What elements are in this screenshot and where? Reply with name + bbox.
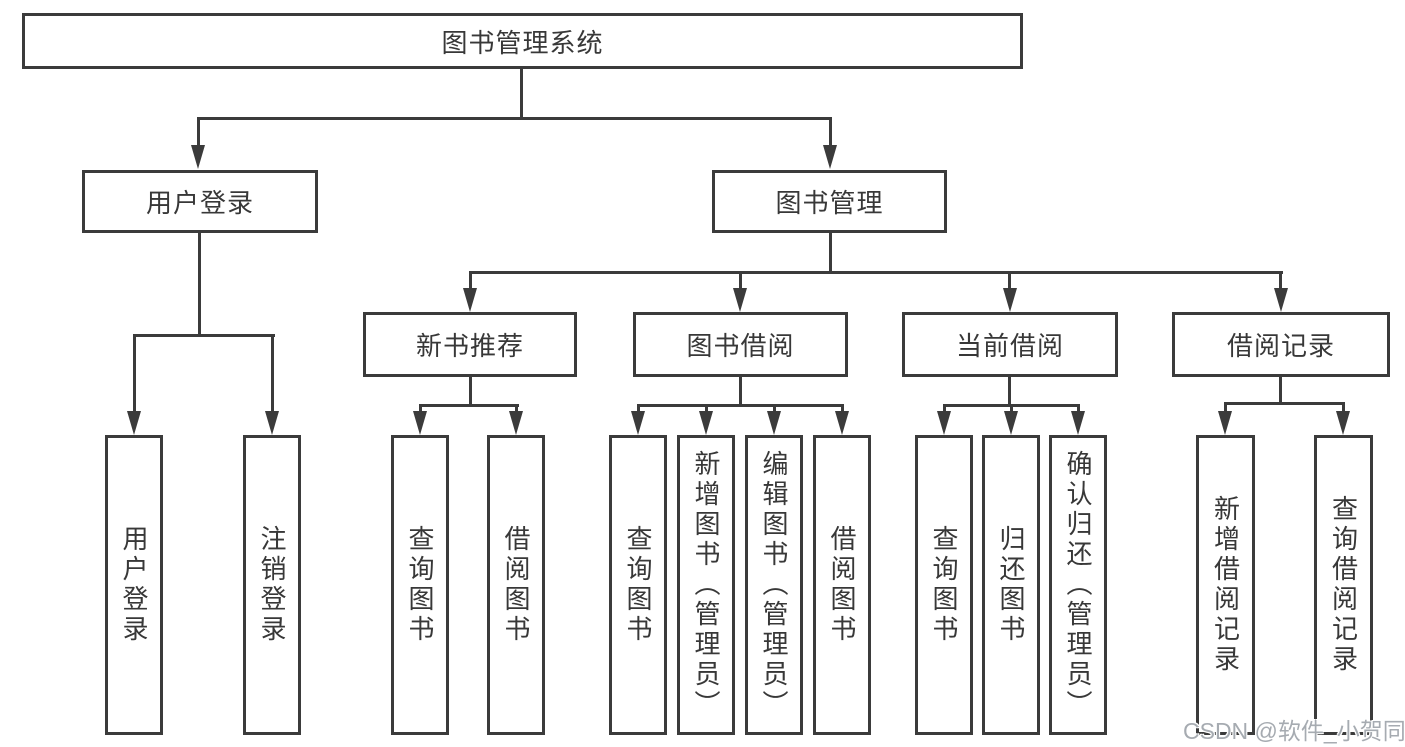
- node-book-management: 图书管理: [712, 170, 947, 233]
- leaf-add-books-admin: 新增图书（管理员）: [677, 435, 735, 735]
- connector-userlogin-stem: [198, 233, 201, 337]
- leaf-return-books: 归还图书: [982, 435, 1040, 735]
- node-current-borrow: 当前借阅: [902, 312, 1118, 377]
- connector-borrow-drop-1: [637, 404, 640, 417]
- csdn-watermark: CSDN @软件_小贺同学: [1183, 718, 1405, 744]
- connector-root-bar: [197, 117, 832, 120]
- node-current-borrow-label: 当前借阅: [955, 331, 1064, 361]
- arrow-down-icon: [463, 288, 477, 312]
- connector-records-drop-1: [1224, 402, 1227, 417]
- arrow-down-icon: [937, 411, 951, 435]
- leaf-current-query-books-label: 查询图书: [929, 525, 959, 645]
- leaf-logout-label: 注销登录: [257, 525, 287, 645]
- arrow-down-icon: [413, 411, 427, 435]
- leaf-query-borrow-record: 查询借阅记录: [1314, 435, 1373, 735]
- leaf-user-login-label: 用户登录: [119, 525, 149, 645]
- node-library-system: 图书管理系统: [22, 13, 1023, 69]
- connector-bookmgmt-drop-4: [1279, 271, 1282, 291]
- arrow-down-icon: [1004, 411, 1018, 435]
- connector-bookmgmt-drop-2: [739, 271, 742, 291]
- node-new-book-recommend: 新书推荐: [363, 312, 577, 377]
- leaf-user-login: 用户登录: [105, 435, 163, 735]
- connector-root-drop-right: [829, 117, 832, 148]
- leaf-confirm-return-admin-label: 确认归还（管理员）: [1063, 450, 1093, 720]
- leaf-borrow-books-label: 借阅图书: [827, 525, 857, 645]
- connector-current-stem: [1008, 377, 1011, 407]
- leaf-borrow-query-books-label: 查询图书: [623, 525, 653, 645]
- leaf-borrow-books: 借阅图书: [813, 435, 871, 735]
- arrow-down-icon: [1003, 288, 1017, 312]
- leaf-query-borrow-record-label: 查询借阅记录: [1328, 495, 1359, 675]
- connector-records-drop-2: [1342, 402, 1345, 417]
- arrow-down-icon: [1218, 411, 1232, 435]
- node-user-login: 用户登录: [82, 170, 318, 233]
- leaf-recommend-query-books-label: 查询图书: [405, 525, 435, 645]
- connector-records-bar: [1224, 402, 1345, 405]
- connector-root-stem: [520, 69, 523, 120]
- connector-borrow-drop-3: [773, 404, 776, 417]
- leaf-return-books-label: 归还图书: [996, 525, 1026, 645]
- leaf-add-borrow-record-label: 新增借阅记录: [1210, 495, 1241, 675]
- leaf-edit-books-admin: 编辑图书（管理员）: [745, 435, 803, 735]
- node-library-system-label: 图书管理系统: [441, 27, 604, 58]
- connector-root-drop-left: [197, 117, 200, 148]
- leaf-add-books-admin-label: 新增图书（管理员）: [691, 450, 721, 720]
- connector-records-stem: [1279, 377, 1282, 405]
- arrow-down-icon: [127, 411, 141, 435]
- leaf-confirm-return-admin: 确认归还（管理员）: [1049, 435, 1107, 735]
- connector-current-drop-1: [943, 404, 946, 417]
- leaf-add-borrow-record: 新增借阅记录: [1196, 435, 1255, 735]
- connector-borrow-stem: [739, 377, 742, 407]
- arrow-down-icon: [767, 411, 781, 435]
- connector-current-drop-3: [1077, 404, 1080, 417]
- node-book-borrow-label: 图书借阅: [686, 331, 795, 361]
- node-borrow-records: 借阅记录: [1172, 312, 1390, 377]
- leaf-logout: 注销登录: [243, 435, 301, 735]
- arrow-down-icon: [835, 411, 849, 435]
- arrow-down-icon: [733, 288, 747, 312]
- node-book-management-label: 图书管理: [775, 188, 884, 218]
- connector-bookmgmt-bar: [469, 271, 1283, 274]
- connector-userlogin-drop-2: [271, 334, 274, 414]
- leaf-edit-books-admin-label: 编辑图书（管理员）: [759, 450, 789, 720]
- leaf-borrow-query-books: 查询图书: [609, 435, 667, 735]
- connector-bookmgmt-drop-3: [1008, 271, 1011, 291]
- connector-borrow-drop-2: [705, 404, 708, 417]
- arrow-down-icon: [631, 411, 645, 435]
- connector-bookmgmt-stem: [829, 233, 832, 274]
- connector-borrow-drop-4: [841, 404, 844, 417]
- node-user-login-label: 用户登录: [145, 188, 254, 218]
- connector-recommend-stem: [469, 377, 472, 407]
- connector-borrow-bar: [637, 404, 844, 407]
- arrow-down-icon: [1274, 288, 1288, 312]
- connector-recommend-drop-1: [419, 404, 422, 417]
- connector-current-drop-2: [1010, 404, 1013, 417]
- arrow-down-icon: [823, 145, 837, 169]
- node-new-book-recommend-label: 新书推荐: [415, 331, 524, 361]
- arrow-down-icon: [509, 411, 523, 435]
- node-book-borrow: 图书借阅: [633, 312, 848, 377]
- arrow-down-icon: [1336, 411, 1350, 435]
- connector-bookmgmt-drop-1: [469, 271, 472, 291]
- arrow-down-icon: [699, 411, 713, 435]
- leaf-recommend-borrow-books: 借阅图书: [487, 435, 545, 735]
- connector-userlogin-drop-1: [133, 334, 136, 414]
- connector-recommend-bar: [419, 404, 519, 407]
- arrow-down-icon: [265, 411, 279, 435]
- arrow-down-icon: [191, 145, 205, 169]
- leaf-current-query-books: 查询图书: [915, 435, 973, 735]
- node-borrow-records-label: 借阅记录: [1226, 331, 1335, 361]
- arrow-down-icon: [1071, 411, 1085, 435]
- connector-userlogin-bar: [133, 334, 275, 337]
- connector-recommend-drop-2: [515, 404, 518, 417]
- leaf-recommend-borrow-books-label: 借阅图书: [501, 525, 531, 645]
- leaf-recommend-query-books: 查询图书: [391, 435, 449, 735]
